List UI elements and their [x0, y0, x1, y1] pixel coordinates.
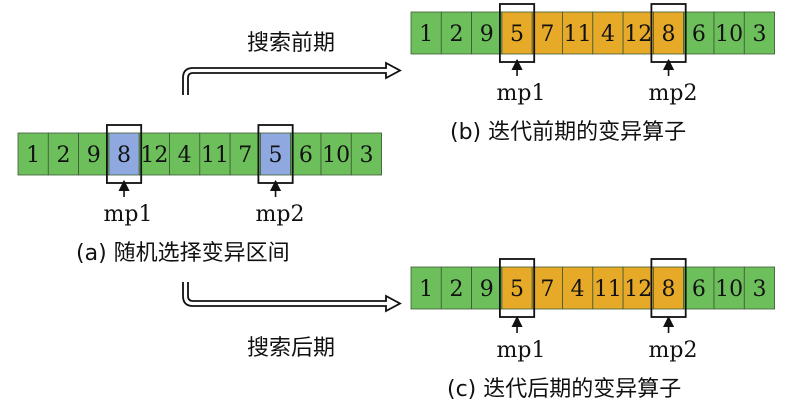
array-cell-value: 9 — [87, 143, 101, 168]
array-cell-value: 12 — [624, 22, 652, 47]
array-cell-value: 4 — [601, 22, 615, 47]
array-cell — [743, 11, 775, 55]
array-cell — [440, 11, 472, 55]
array-cell-value: 12 — [624, 277, 652, 302]
array-cell-value: 5 — [269, 143, 283, 168]
array-cell-value: 7 — [540, 277, 554, 302]
array-cell-value: 10 — [322, 143, 350, 168]
array-cell — [531, 266, 563, 310]
late-search-arrow — [182, 282, 402, 313]
array-cell — [290, 132, 322, 176]
array-cell — [531, 11, 563, 55]
array-cell-value: 8 — [662, 22, 676, 47]
array-cell — [259, 132, 292, 176]
mp2-label-late: mp2 — [649, 338, 698, 363]
array-cell-value: 6 — [692, 277, 706, 302]
array-cell-value: 8 — [117, 143, 131, 168]
array-cell — [743, 266, 775, 310]
late-search-label: 搜索后期 — [247, 336, 335, 361]
array-cell — [683, 266, 715, 310]
mp2-label-initial: mp2 — [256, 202, 305, 227]
caption-a: (a) 随机选择变异区间 — [76, 241, 290, 266]
array-cell-value: 7 — [540, 22, 554, 47]
array-cell-value: 10 — [715, 22, 743, 47]
array-cell — [229, 132, 261, 176]
array-cell — [592, 266, 624, 310]
array-cell — [440, 266, 472, 310]
array-cell — [410, 266, 442, 310]
array-cell-value: 6 — [692, 22, 706, 47]
array-cell-value: 2 — [449, 277, 463, 302]
array-cell-value: 11 — [201, 143, 229, 168]
array-cell — [169, 132, 201, 176]
array-cell — [592, 11, 624, 55]
mp2-label-early: mp2 — [649, 81, 698, 106]
array-cell-value: 1 — [419, 277, 433, 302]
mp1-label-early: mp1 — [497, 81, 546, 106]
array-cell — [501, 266, 533, 310]
array-cell — [138, 132, 170, 176]
array-cell — [622, 11, 654, 55]
array-cell — [683, 11, 715, 55]
array-cell-value: 7 — [238, 143, 252, 168]
array-cell-value: 5 — [510, 22, 524, 47]
array-cell-value: 2 — [56, 143, 70, 168]
array-cell-value: 3 — [359, 143, 373, 168]
early-search-arrow — [182, 61, 402, 95]
array-cell — [501, 11, 533, 55]
array-cell-value: 5 — [510, 277, 524, 302]
array-cell — [47, 132, 79, 176]
array-cell-value: 12 — [140, 143, 168, 168]
array-cell — [653, 266, 685, 310]
array-cell — [78, 132, 110, 176]
array-cell — [350, 132, 382, 176]
array-cell-value: 9 — [480, 277, 494, 302]
array-cell-value: 8 — [662, 277, 676, 302]
array-cell-value: 3 — [752, 22, 766, 47]
caption-b: (b) 迭代前期的变异算子 — [450, 120, 686, 145]
array-cell — [713, 266, 745, 310]
array-cell — [199, 132, 231, 176]
early-search-label: 搜索前期 — [247, 31, 335, 56]
array-cell-value: 1 — [419, 22, 433, 47]
array-cell-value: 11 — [594, 277, 622, 302]
array-cell — [562, 11, 594, 55]
array-cell-value: 6 — [299, 143, 313, 168]
array-cell — [17, 132, 49, 176]
caption-c: (c) 迭代后期的变异算子 — [447, 377, 681, 402]
mp1-label-late: mp1 — [497, 338, 546, 363]
array-cell-value: 1 — [26, 143, 40, 168]
array-cell-value: 9 — [480, 22, 494, 47]
array-cell-value: 2 — [449, 22, 463, 47]
array-cell-value: 3 — [752, 277, 766, 302]
array-cell-value: 11 — [564, 22, 592, 47]
array-cell-value: 10 — [715, 277, 743, 302]
array-cell — [471, 266, 503, 310]
array-cell-value: 4 — [178, 143, 192, 168]
array-cell-value: 4 — [571, 277, 585, 302]
mp1-label-initial: mp1 — [104, 202, 153, 227]
array-cell — [713, 11, 745, 55]
